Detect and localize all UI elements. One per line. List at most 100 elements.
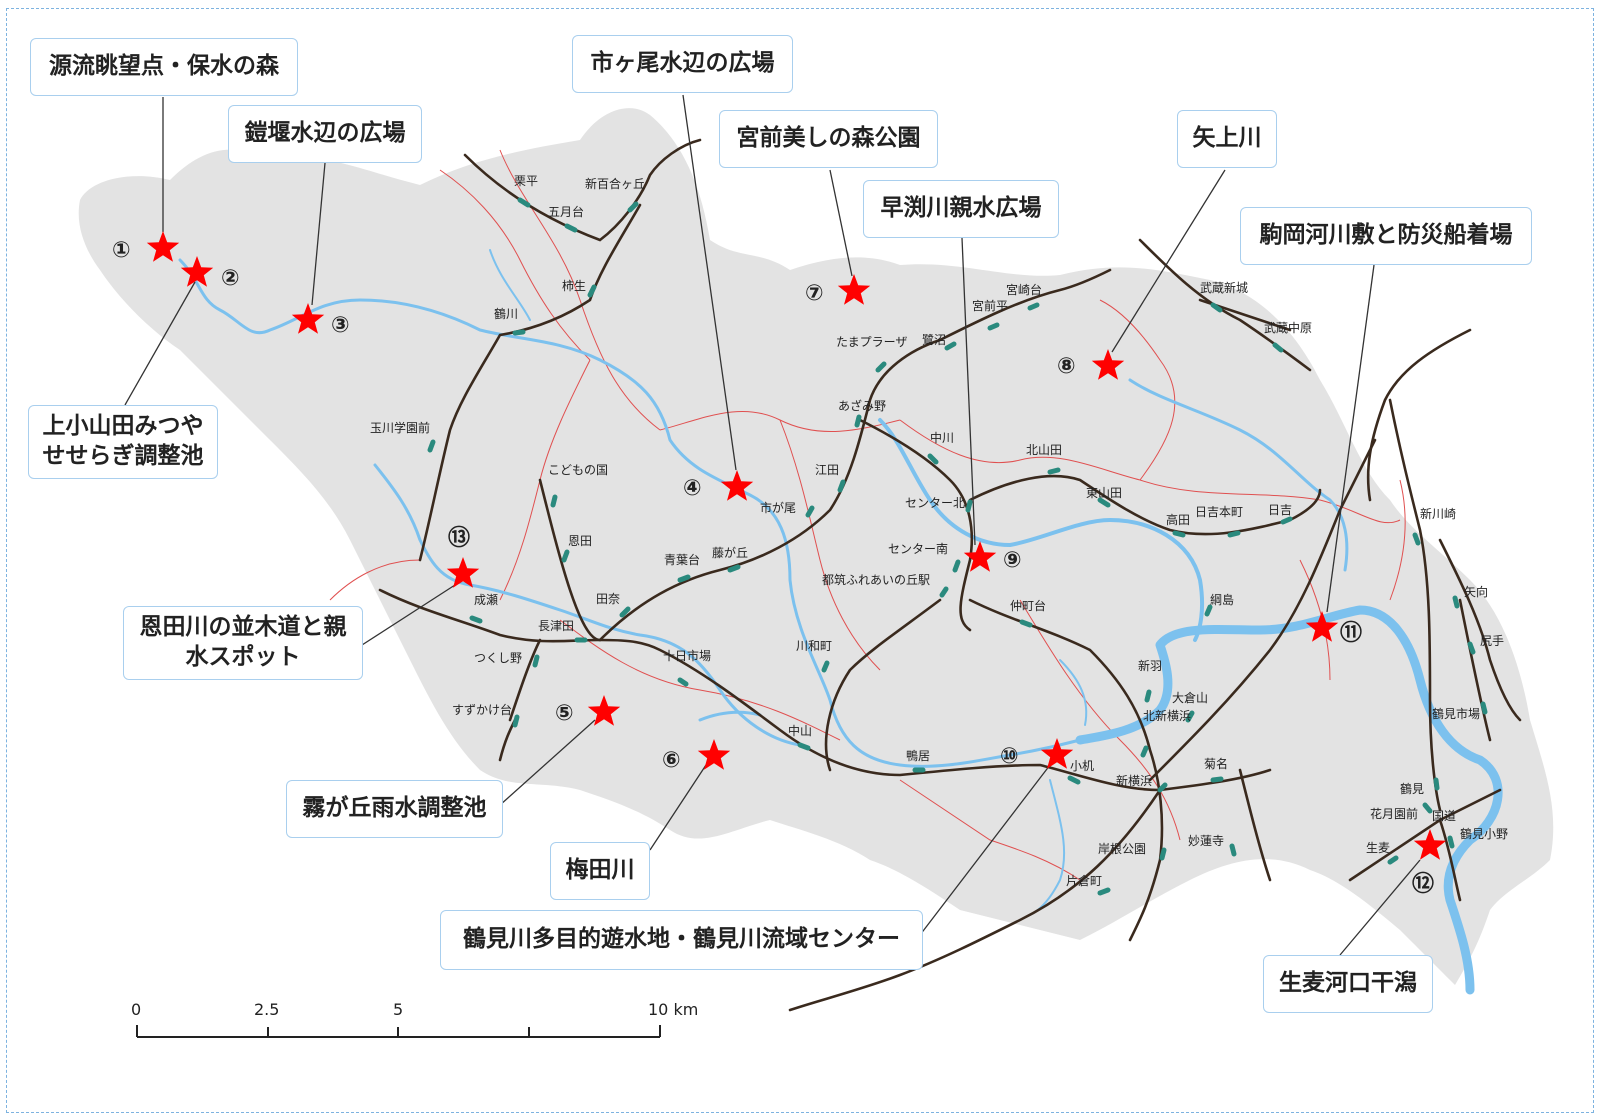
site-marker-12: ⑫	[1412, 871, 1434, 897]
station-label: 川和町	[796, 639, 832, 653]
onda-river	[373, 463, 802, 747]
site-marker-6: ⑥	[662, 748, 681, 773]
station-label: 片倉町	[1066, 873, 1102, 888]
station-label: 五月台	[548, 204, 584, 219]
station-label: 中山	[788, 723, 812, 738]
station-label: 新横浜	[1116, 773, 1152, 788]
station-label: つくし野	[474, 651, 522, 665]
station-label: 武蔵新城	[1200, 280, 1248, 295]
station-label: 高田	[1166, 512, 1190, 527]
station-label: 田奈	[596, 592, 620, 606]
callout-tsurumi-center: 鶴見川多目的遊水地・鶴見川流域センター	[440, 910, 923, 970]
callout-namamugi: 生麦河口干潟	[1263, 955, 1433, 1013]
station-label: 宮崎台	[1006, 282, 1042, 297]
station-label: 新羽	[1138, 658, 1162, 673]
station-label: 矢向	[1464, 584, 1488, 599]
station-label: すずかけ台	[452, 702, 512, 717]
station-label: 日吉	[1268, 503, 1292, 517]
station-label: 東山田	[1086, 486, 1122, 500]
station-label: 国道	[1432, 809, 1456, 823]
station-label: 鷺沼	[922, 332, 946, 347]
site-star-4	[720, 470, 754, 501]
scale-tick-0: 0	[131, 1000, 141, 1019]
site-star-11	[1305, 611, 1339, 642]
leader-lines	[124, 94, 1421, 956]
station-label: こどもの国	[548, 463, 608, 477]
station-label: 新川崎	[1420, 506, 1456, 521]
station-label: 鶴川	[494, 306, 518, 321]
station-label: 北山田	[1026, 443, 1062, 457]
site-star-7	[837, 274, 871, 305]
site-star-8	[1091, 349, 1125, 380]
site-star-12	[1413, 829, 1447, 860]
callout-kirigaoka: 霧が丘雨水調整池	[286, 780, 503, 838]
station-label: あざみ野	[838, 398, 886, 413]
station-label: 成瀬	[474, 593, 498, 607]
station-label: 新百合ヶ丘	[585, 176, 645, 191]
station-label: 鴨居	[906, 749, 930, 763]
callout-hayabuchi: 早渕川親水広場	[863, 180, 1059, 238]
site-star-6	[697, 739, 731, 770]
station-label: 長津田	[538, 619, 574, 633]
station-label: 花月園前	[1370, 806, 1418, 821]
scale-tick-10km: 10 km	[648, 1000, 698, 1019]
site-number-markers: ① ② ③ ④ ⑤ ⑥ ⑦ ⑧ ⑨ ⑩ ⑪ ⑫ ⑬	[112, 238, 1434, 897]
station-label: 武蔵中原	[1264, 320, 1312, 335]
callout-genryu: 源流眺望点・保水の森	[30, 38, 298, 96]
site-marker-11: ⑪	[1340, 620, 1362, 646]
station-label: 鶴見	[1400, 781, 1424, 796]
tributary-umeda	[698, 710, 762, 722]
station-label: 妙蓮寺	[1188, 834, 1224, 848]
site-star-5	[587, 695, 621, 726]
callout-kamioyamada: 上小山田みつやせせらぎ調整池	[28, 405, 218, 479]
site-star-10	[1040, 738, 1074, 769]
site-marker-4: ④	[683, 476, 702, 501]
station-labels: 栗平 新百合ヶ丘 五月台 柿生 鶴川 玉川学園前 こどもの国 恩田 成瀬 長津田…	[370, 174, 1508, 888]
station-label: 宮前平	[972, 298, 1008, 313]
station-label: 北新横浜	[1143, 708, 1191, 723]
station-label: 栗平	[514, 174, 538, 188]
site-marker-3: ③	[331, 313, 350, 338]
station-label: 恩田	[568, 534, 592, 548]
tributary-north	[489, 249, 531, 321]
scale-tick-2-5: 2.5	[254, 1000, 279, 1019]
station-label: 藤が丘	[712, 545, 748, 560]
callout-komaoka: 駒岡河川敷と防災船着場	[1240, 207, 1532, 265]
station-label: 日吉本町	[1195, 505, 1243, 519]
station-label: 十日市場	[663, 648, 711, 663]
basin-area-east	[1329, 793, 1463, 887]
station-markers	[427, 197, 1488, 896]
station-label: 岸根公園	[1098, 842, 1146, 856]
station-label: 都筑ふれあいの丘駅	[822, 572, 930, 587]
railway-lines	[378, 138, 1522, 1012]
station-label: 中川	[930, 430, 954, 445]
station-label: 鶴見市場	[1432, 706, 1480, 721]
site-star-1	[146, 231, 180, 262]
site-marker-9: ⑨	[1003, 548, 1022, 573]
site-marker-10: ⑩	[1000, 744, 1019, 769]
hayabuchi-river	[878, 418, 1205, 642]
site-star-2	[180, 256, 214, 287]
site-marker-2: ②	[221, 266, 240, 291]
station-label: 生麦	[1366, 841, 1390, 855]
tributary-kozukue	[1059, 659, 1088, 726]
yagami-river	[1128, 378, 1349, 572]
site-marker-8: ⑧	[1057, 354, 1076, 379]
station-label: 大倉山	[1172, 690, 1208, 705]
site-marker-7: ⑦	[805, 281, 824, 306]
station-label: 青葉台	[664, 552, 700, 567]
site-marker-5: ⑤	[555, 701, 574, 726]
rivers	[178, 249, 1503, 995]
callout-onda: 恩田川の並木道と親水スポット	[123, 606, 363, 680]
callout-miyamae: 宮前美しの森公園	[719, 110, 938, 168]
station-label: センター南	[888, 541, 948, 556]
station-label: たまプラーザ	[836, 335, 907, 349]
tsurumi-river-lower	[1075, 605, 1503, 995]
site-marker-13: ⑬	[448, 525, 470, 551]
station-label: 鶴見小野	[1460, 826, 1508, 841]
station-label: 市が尾	[760, 500, 796, 515]
station-label: 玉川学園前	[370, 420, 430, 435]
scale-bar	[136, 1025, 661, 1038]
site-star-9	[963, 541, 997, 572]
